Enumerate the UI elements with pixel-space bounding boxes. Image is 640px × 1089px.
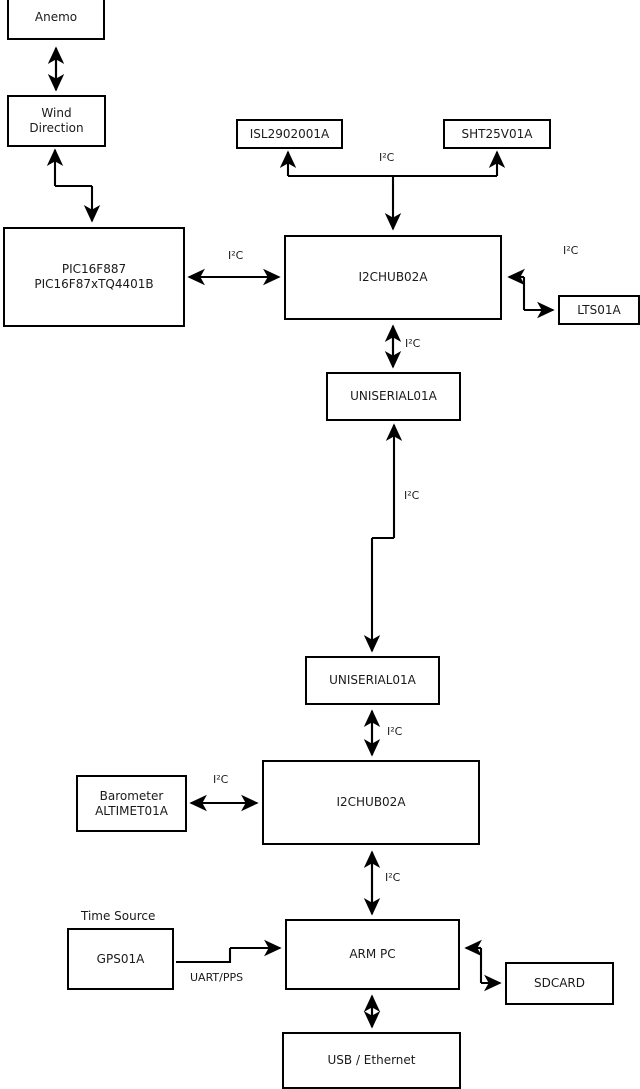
node-anemo-label: Anemo [34, 10, 78, 24]
node-lts01a-label: LTS01A [577, 302, 621, 317]
node-barometer-altimet01a-label: Barometer ALTIMET01A [95, 788, 168, 818]
node-usb-ethernet-label: USB / Ethernet [327, 1053, 416, 1067]
node-usb-ethernet[interactable]: USB / Ethernet [282, 1032, 461, 1089]
edge-label-i2c-uniserial-hub2: I²C [387, 725, 403, 738]
edge-label-i2c-hub-uniserial: I²C [405, 337, 421, 350]
edge-label-i2c-hub2-arm: I²C [385, 871, 401, 884]
node-uniserial01a-upper[interactable]: UNISERIAL01A [326, 372, 461, 421]
node-isl2902001a-label: ISL2902001A [249, 126, 330, 141]
node-uniserial01a-lower[interactable]: UNISERIAL01A [305, 656, 440, 705]
node-lts01a[interactable]: LTS01A [558, 295, 640, 325]
node-wind-direction-label: Wind Direction [29, 106, 84, 135]
node-uniserial01a-lower-label: UNISERIAL01A [329, 673, 416, 687]
edge-label-i2c-sensors-top: I²C [379, 151, 395, 164]
node-gps01a[interactable]: GPS01A [67, 928, 174, 990]
node-sdcard-label: SDCARD [533, 976, 586, 990]
node-gps01a-label: GPS01A [96, 951, 145, 966]
node-wind-direction[interactable]: Wind Direction [7, 95, 106, 147]
node-pic-microcontroller[interactable]: PIC16F887 PIC16F87xTQ4401B [3, 227, 185, 327]
node-sht25v01a-label: SHT25V01A [461, 126, 533, 141]
node-arm-pc-label: ARM PC [349, 947, 396, 961]
label-time-source: Time Source [81, 909, 156, 923]
node-isl2902001a[interactable]: ISL2902001A [236, 119, 343, 149]
edge-label-i2c-barometer-hub2: I²C [213, 773, 229, 786]
node-i2chub02a-top[interactable]: I2CHUB02A [284, 235, 502, 320]
node-arm-pc[interactable]: ARM PC [285, 919, 460, 990]
node-pic-microcontroller-label: PIC16F887 PIC16F87xTQ4401B [34, 262, 154, 291]
edge-label-uart-pps: UART/PPS [190, 971, 244, 984]
node-uniserial01a-upper-label: UNISERIAL01A [350, 389, 437, 403]
node-sdcard[interactable]: SDCARD [505, 962, 614, 1005]
node-anemo[interactable]: Anemo [7, 0, 105, 40]
edge-label-i2c-uniserial-uniserial: I²C [404, 489, 420, 502]
edge-label-i2c-hub-lts: I²C [563, 244, 579, 257]
wire-gps-elbow [176, 948, 232, 964]
node-barometer-altimet01a[interactable]: Barometer ALTIMET01A [76, 775, 187, 832]
node-i2chub02a-top-label: I2CHUB02A [358, 270, 428, 284]
edge-label-i2c-pic-hub: I²C [228, 249, 244, 262]
node-i2chub02a-bottom-label: I2CHUB02A [336, 795, 406, 809]
node-i2chub02a-bottom[interactable]: I2CHUB02A [262, 760, 480, 845]
node-sht25v01a[interactable]: SHT25V01A [443, 119, 551, 149]
